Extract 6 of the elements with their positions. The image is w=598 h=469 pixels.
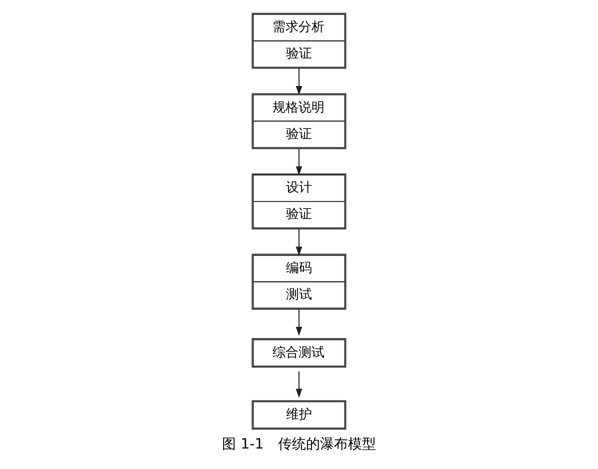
arrow: [296, 370, 302, 398]
arrow: [296, 308, 302, 336]
arrow: [296, 68, 302, 95]
caption: 图 1-1 传统的瀑布模型: [222, 436, 376, 452]
arrow: [296, 148, 302, 175]
arrow: [296, 228, 302, 256]
